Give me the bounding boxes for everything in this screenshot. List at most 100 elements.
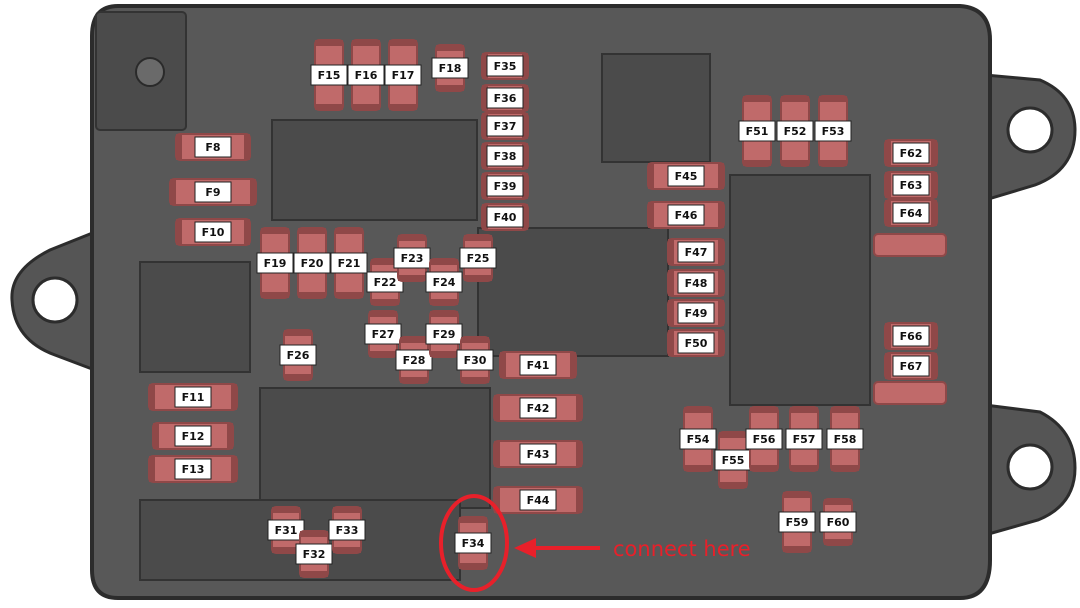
fuse-f67: F67 bbox=[884, 352, 938, 380]
fuse-label-box bbox=[425, 271, 463, 293]
fuse-cap bbox=[885, 200, 891, 226]
fuse-label: F17 bbox=[392, 69, 415, 82]
fuse-label: F38 bbox=[494, 150, 517, 163]
fuse-f47: F47 bbox=[667, 238, 725, 266]
fuse-label: F53 bbox=[822, 125, 845, 138]
fuse-label: F33 bbox=[336, 524, 359, 537]
fuse-cap bbox=[718, 300, 724, 326]
fuse-f49: F49 bbox=[667, 299, 725, 327]
fuse-cap bbox=[790, 407, 818, 413]
fuse-label-box bbox=[519, 443, 557, 465]
fuse-label: F13 bbox=[182, 463, 205, 476]
fuse-cap bbox=[783, 546, 811, 552]
fuse-cap bbox=[668, 239, 674, 265]
fuse-label: F11 bbox=[182, 391, 205, 404]
fuse-label-box bbox=[295, 543, 333, 565]
fuse-f17: F17 bbox=[384, 39, 422, 111]
recess-upper-center bbox=[271, 119, 478, 221]
fuse-label: F49 bbox=[685, 307, 708, 320]
fuse-f62: F62 bbox=[884, 139, 938, 167]
fuse-f40: F40 bbox=[481, 203, 529, 231]
fuse-cap bbox=[790, 465, 818, 471]
fuse-cap bbox=[743, 160, 771, 166]
fuse-label: F10 bbox=[202, 226, 225, 239]
fuse-label-box bbox=[679, 428, 717, 450]
fuse-cap bbox=[885, 172, 891, 198]
fuse-label-box bbox=[892, 325, 930, 347]
fuse-cap bbox=[464, 275, 492, 281]
fuse-label-box bbox=[519, 397, 557, 419]
fuse-cap bbox=[522, 173, 528, 199]
highlight-ellipse bbox=[439, 494, 509, 592]
fuse-label: F18 bbox=[439, 62, 462, 75]
fuse-label: F55 bbox=[722, 454, 745, 467]
fuse-cap bbox=[718, 202, 724, 228]
fuse-cap bbox=[750, 465, 778, 471]
fuse-label: F37 bbox=[494, 120, 517, 133]
fuse-label-box bbox=[677, 302, 715, 324]
fuse-cap bbox=[781, 160, 809, 166]
fuse-label-box bbox=[519, 489, 557, 511]
fuse-cap bbox=[227, 423, 233, 449]
fuse-cap bbox=[718, 163, 724, 189]
fuse-label-box bbox=[194, 181, 232, 203]
fuse-label-box bbox=[819, 511, 857, 533]
fuse-cap bbox=[369, 311, 397, 317]
fuse-label: F50 bbox=[685, 337, 708, 350]
fuse-label: F32 bbox=[303, 548, 326, 561]
fuse-f9: F9 bbox=[169, 178, 257, 206]
fuse-cap bbox=[831, 407, 859, 413]
fuse-label: F60 bbox=[827, 516, 850, 529]
mounting-hole-left bbox=[31, 276, 79, 324]
mounting-hole-right-top bbox=[1006, 106, 1054, 154]
fuse-label: F42 bbox=[527, 402, 550, 415]
fuse-label-box bbox=[310, 64, 348, 86]
fuse-label-box bbox=[892, 174, 930, 196]
fuse-cap bbox=[931, 323, 937, 349]
fuse-cap bbox=[315, 104, 343, 110]
fuse-label: F67 bbox=[900, 360, 923, 373]
fuse-label-box bbox=[174, 425, 212, 447]
fuse-f43: F43 bbox=[493, 440, 583, 468]
fuse-label: F8 bbox=[205, 141, 220, 154]
fuse-label: F56 bbox=[753, 433, 776, 446]
fuse-label: F63 bbox=[900, 179, 923, 192]
fuse-f27: F27 bbox=[364, 310, 402, 358]
fuse-label: F58 bbox=[834, 433, 857, 446]
fuse-cap bbox=[244, 219, 250, 245]
fuse-cap bbox=[668, 300, 674, 326]
fuse-label-box bbox=[677, 241, 715, 263]
fuse-label: F44 bbox=[527, 494, 550, 507]
callout: connect here bbox=[439, 494, 751, 592]
fuse-label: F12 bbox=[182, 430, 205, 443]
fuse-label-box bbox=[776, 120, 814, 142]
fuse-cap bbox=[668, 330, 674, 356]
fuse-label-box bbox=[814, 120, 852, 142]
fuse-cap bbox=[436, 45, 464, 51]
fuse-label-box bbox=[395, 349, 433, 371]
fuse-label-box bbox=[384, 64, 422, 86]
fuse-cap bbox=[781, 96, 809, 102]
fuse-cap bbox=[743, 96, 771, 102]
fuse-cap bbox=[482, 53, 488, 79]
fuse-f38: F38 bbox=[481, 142, 529, 170]
fuse-cap bbox=[153, 423, 159, 449]
fuse-cap bbox=[333, 507, 361, 513]
fuse-label-box bbox=[459, 247, 497, 269]
fuse-label: F54 bbox=[687, 433, 710, 446]
fuse-cap bbox=[500, 352, 506, 378]
fuse-cap bbox=[298, 228, 326, 234]
fuse-label-box bbox=[425, 323, 463, 345]
fuse-label: F15 bbox=[318, 69, 341, 82]
fuse-label-box bbox=[745, 428, 783, 450]
fuse-label-box bbox=[454, 532, 492, 554]
fuse-label: F45 bbox=[675, 170, 698, 183]
fuse-cap bbox=[931, 353, 937, 379]
fuse-f52: F52 bbox=[776, 95, 814, 167]
fuse-label: F46 bbox=[675, 209, 698, 222]
fuse-label-box bbox=[486, 87, 524, 109]
fuse-label-box bbox=[293, 252, 331, 274]
fuse-f50: F50 bbox=[667, 329, 725, 357]
fuse-cap bbox=[783, 492, 811, 498]
